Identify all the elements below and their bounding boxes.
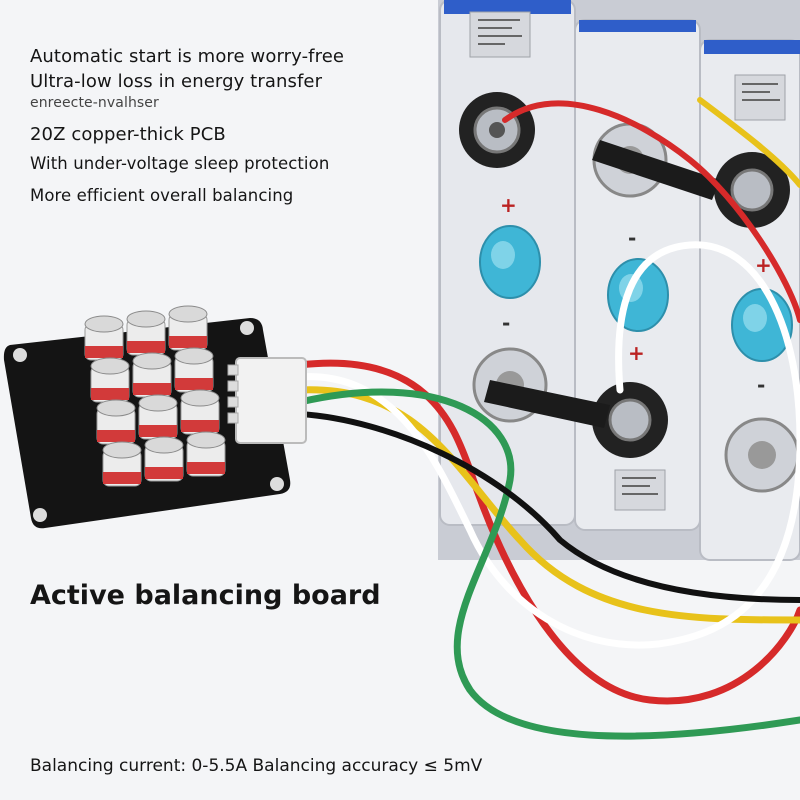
polarity-mark: -: [757, 373, 765, 397]
wire-yellow-top: [697, 97, 800, 188]
capacitor: [174, 347, 214, 393]
feature-line: More efficient overall balancing: [30, 186, 294, 205]
capacitor: [84, 315, 124, 361]
spec-line: Balancing current: 0-5.5A Balancing accu…: [30, 756, 483, 776]
polarity-mark: +: [500, 193, 517, 217]
wire-green: [296, 388, 800, 740]
capacitor: [102, 441, 142, 487]
capacitor: [90, 357, 130, 403]
capacitor: [180, 389, 220, 435]
battery-pack: + - - + + -: [438, 0, 800, 561]
feature-line: With under-voltage sleep protection: [30, 154, 330, 173]
balance-wires: [296, 97, 800, 740]
capacitor: [138, 394, 178, 440]
capacitor: [96, 399, 136, 445]
feature-line: Automatic start is more worry-free: [30, 46, 345, 67]
feature-line: enreecte-nvalhser: [30, 95, 159, 111]
capacitor: [144, 436, 184, 482]
wire-connector: [235, 357, 307, 444]
capacitor: [186, 431, 226, 477]
wire-white: [296, 241, 800, 649]
polarity-mark: -: [502, 311, 510, 335]
capacitor: [132, 352, 172, 398]
wire-red-top: [502, 100, 800, 323]
product-title: Active balancing board: [30, 580, 381, 611]
capacitor: [168, 305, 208, 351]
feature-line: Ultra-low loss in energy transfer: [30, 71, 323, 92]
wire-black: [297, 411, 800, 603]
capacitor-array: [84, 305, 226, 487]
balancing-pcb: [3, 305, 307, 529]
polarity-mark: -: [628, 226, 636, 250]
capacitor: [126, 310, 166, 356]
feature-line: 20Z copper-thick PCB: [30, 124, 226, 145]
polarity-mark: +: [628, 341, 645, 365]
polarity-mark: +: [755, 253, 772, 277]
